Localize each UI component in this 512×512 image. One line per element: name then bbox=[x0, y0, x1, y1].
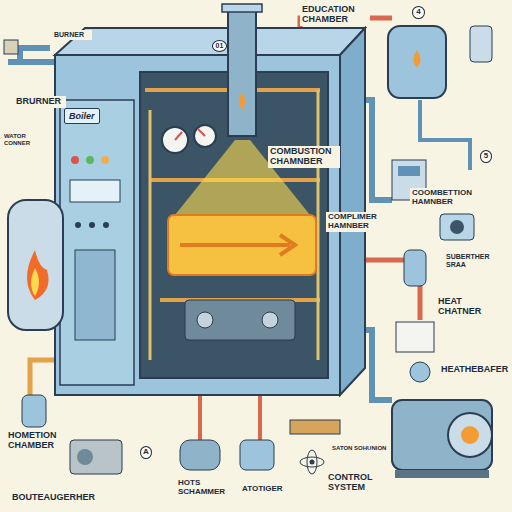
part-label: COMBUSTION CHAMNBER bbox=[268, 146, 340, 168]
part-label: HOTS SCHAMMER bbox=[176, 478, 232, 498]
flame-drop bbox=[239, 92, 245, 110]
indicator-light bbox=[71, 156, 79, 164]
button bbox=[89, 222, 95, 228]
motor-body bbox=[392, 400, 492, 470]
hot-water-cylinder bbox=[180, 440, 220, 470]
atom-core bbox=[310, 460, 315, 465]
wooden-block bbox=[290, 420, 340, 434]
heater-box bbox=[396, 322, 434, 352]
flame-drop bbox=[414, 50, 421, 68]
pump-unit bbox=[70, 440, 122, 474]
button bbox=[75, 222, 81, 228]
part-label: COOMBETTION HAMNBER bbox=[410, 188, 508, 208]
sensor-pipe bbox=[420, 100, 470, 170]
pump bbox=[410, 362, 430, 382]
valve-assembly bbox=[470, 26, 492, 62]
part-label: BURNER bbox=[52, 30, 92, 40]
cylinder bbox=[404, 250, 426, 286]
callout-number: 01 bbox=[212, 40, 227, 52]
nameplate-text: Boiler bbox=[69, 111, 95, 121]
flame bbox=[27, 250, 49, 300]
indicator-light bbox=[86, 156, 94, 164]
motor-base bbox=[395, 470, 489, 478]
gas-valve bbox=[22, 395, 46, 427]
flue-chimney bbox=[228, 6, 256, 136]
part-label: BRURNER bbox=[14, 96, 66, 108]
pressure-gauge bbox=[162, 127, 188, 153]
gauge-needle bbox=[175, 132, 182, 140]
part-label: HOMETION CHAMBER bbox=[6, 430, 66, 452]
flow-arrow bbox=[180, 235, 295, 255]
part-label: CONTROL SYSTEM bbox=[326, 472, 384, 494]
callout-number: 4 bbox=[412, 6, 425, 19]
display-panel bbox=[70, 180, 120, 202]
cabinet-front bbox=[55, 55, 340, 395]
atom-symbol bbox=[300, 457, 324, 467]
flue-cap bbox=[222, 4, 262, 12]
button bbox=[103, 222, 109, 228]
gauge-needle bbox=[198, 129, 205, 136]
sensor-lens bbox=[450, 220, 464, 234]
control-panel bbox=[60, 100, 134, 385]
part-label: HEATHEBAFER bbox=[439, 364, 509, 376]
burner-assembly bbox=[185, 300, 295, 340]
fan-motor bbox=[197, 312, 213, 328]
outlet-pipe bbox=[200, 396, 260, 440]
motor-end bbox=[448, 413, 492, 457]
flame-core bbox=[31, 268, 39, 296]
sensor-unit bbox=[440, 214, 474, 240]
part-label: COMPLIMER HAMNBER bbox=[326, 212, 386, 232]
cabinet-top bbox=[55, 28, 365, 55]
storage-tank bbox=[8, 200, 63, 330]
valve bbox=[4, 40, 18, 54]
expansion-tank bbox=[388, 26, 446, 98]
callout-number: 5 bbox=[480, 150, 492, 163]
pump-wheel bbox=[77, 449, 93, 465]
part-label: WATOR CONNER bbox=[2, 132, 52, 147]
temperature-gauge bbox=[194, 125, 216, 147]
part-label: ATOTIGER bbox=[240, 484, 298, 495]
part-label: HEAT CHATNER bbox=[436, 296, 508, 318]
module-screen bbox=[398, 166, 420, 176]
part-label: SATON SOHUNION bbox=[330, 444, 390, 453]
panel-door bbox=[75, 250, 115, 340]
heat-exchanger bbox=[168, 215, 316, 275]
part-label: EDUCATION CHAMBER bbox=[300, 4, 370, 26]
indicator-light bbox=[101, 156, 109, 164]
part-label: SUBERTHER SRAA bbox=[444, 252, 506, 269]
atom-symbol bbox=[307, 450, 317, 474]
callout-number: A bbox=[140, 446, 152, 459]
actuator bbox=[240, 440, 274, 470]
fan-motor bbox=[262, 312, 278, 328]
motor-core bbox=[461, 426, 479, 444]
nameplate: Boiler bbox=[64, 108, 100, 124]
part-label: BOUTEAUGERHER bbox=[10, 492, 120, 504]
